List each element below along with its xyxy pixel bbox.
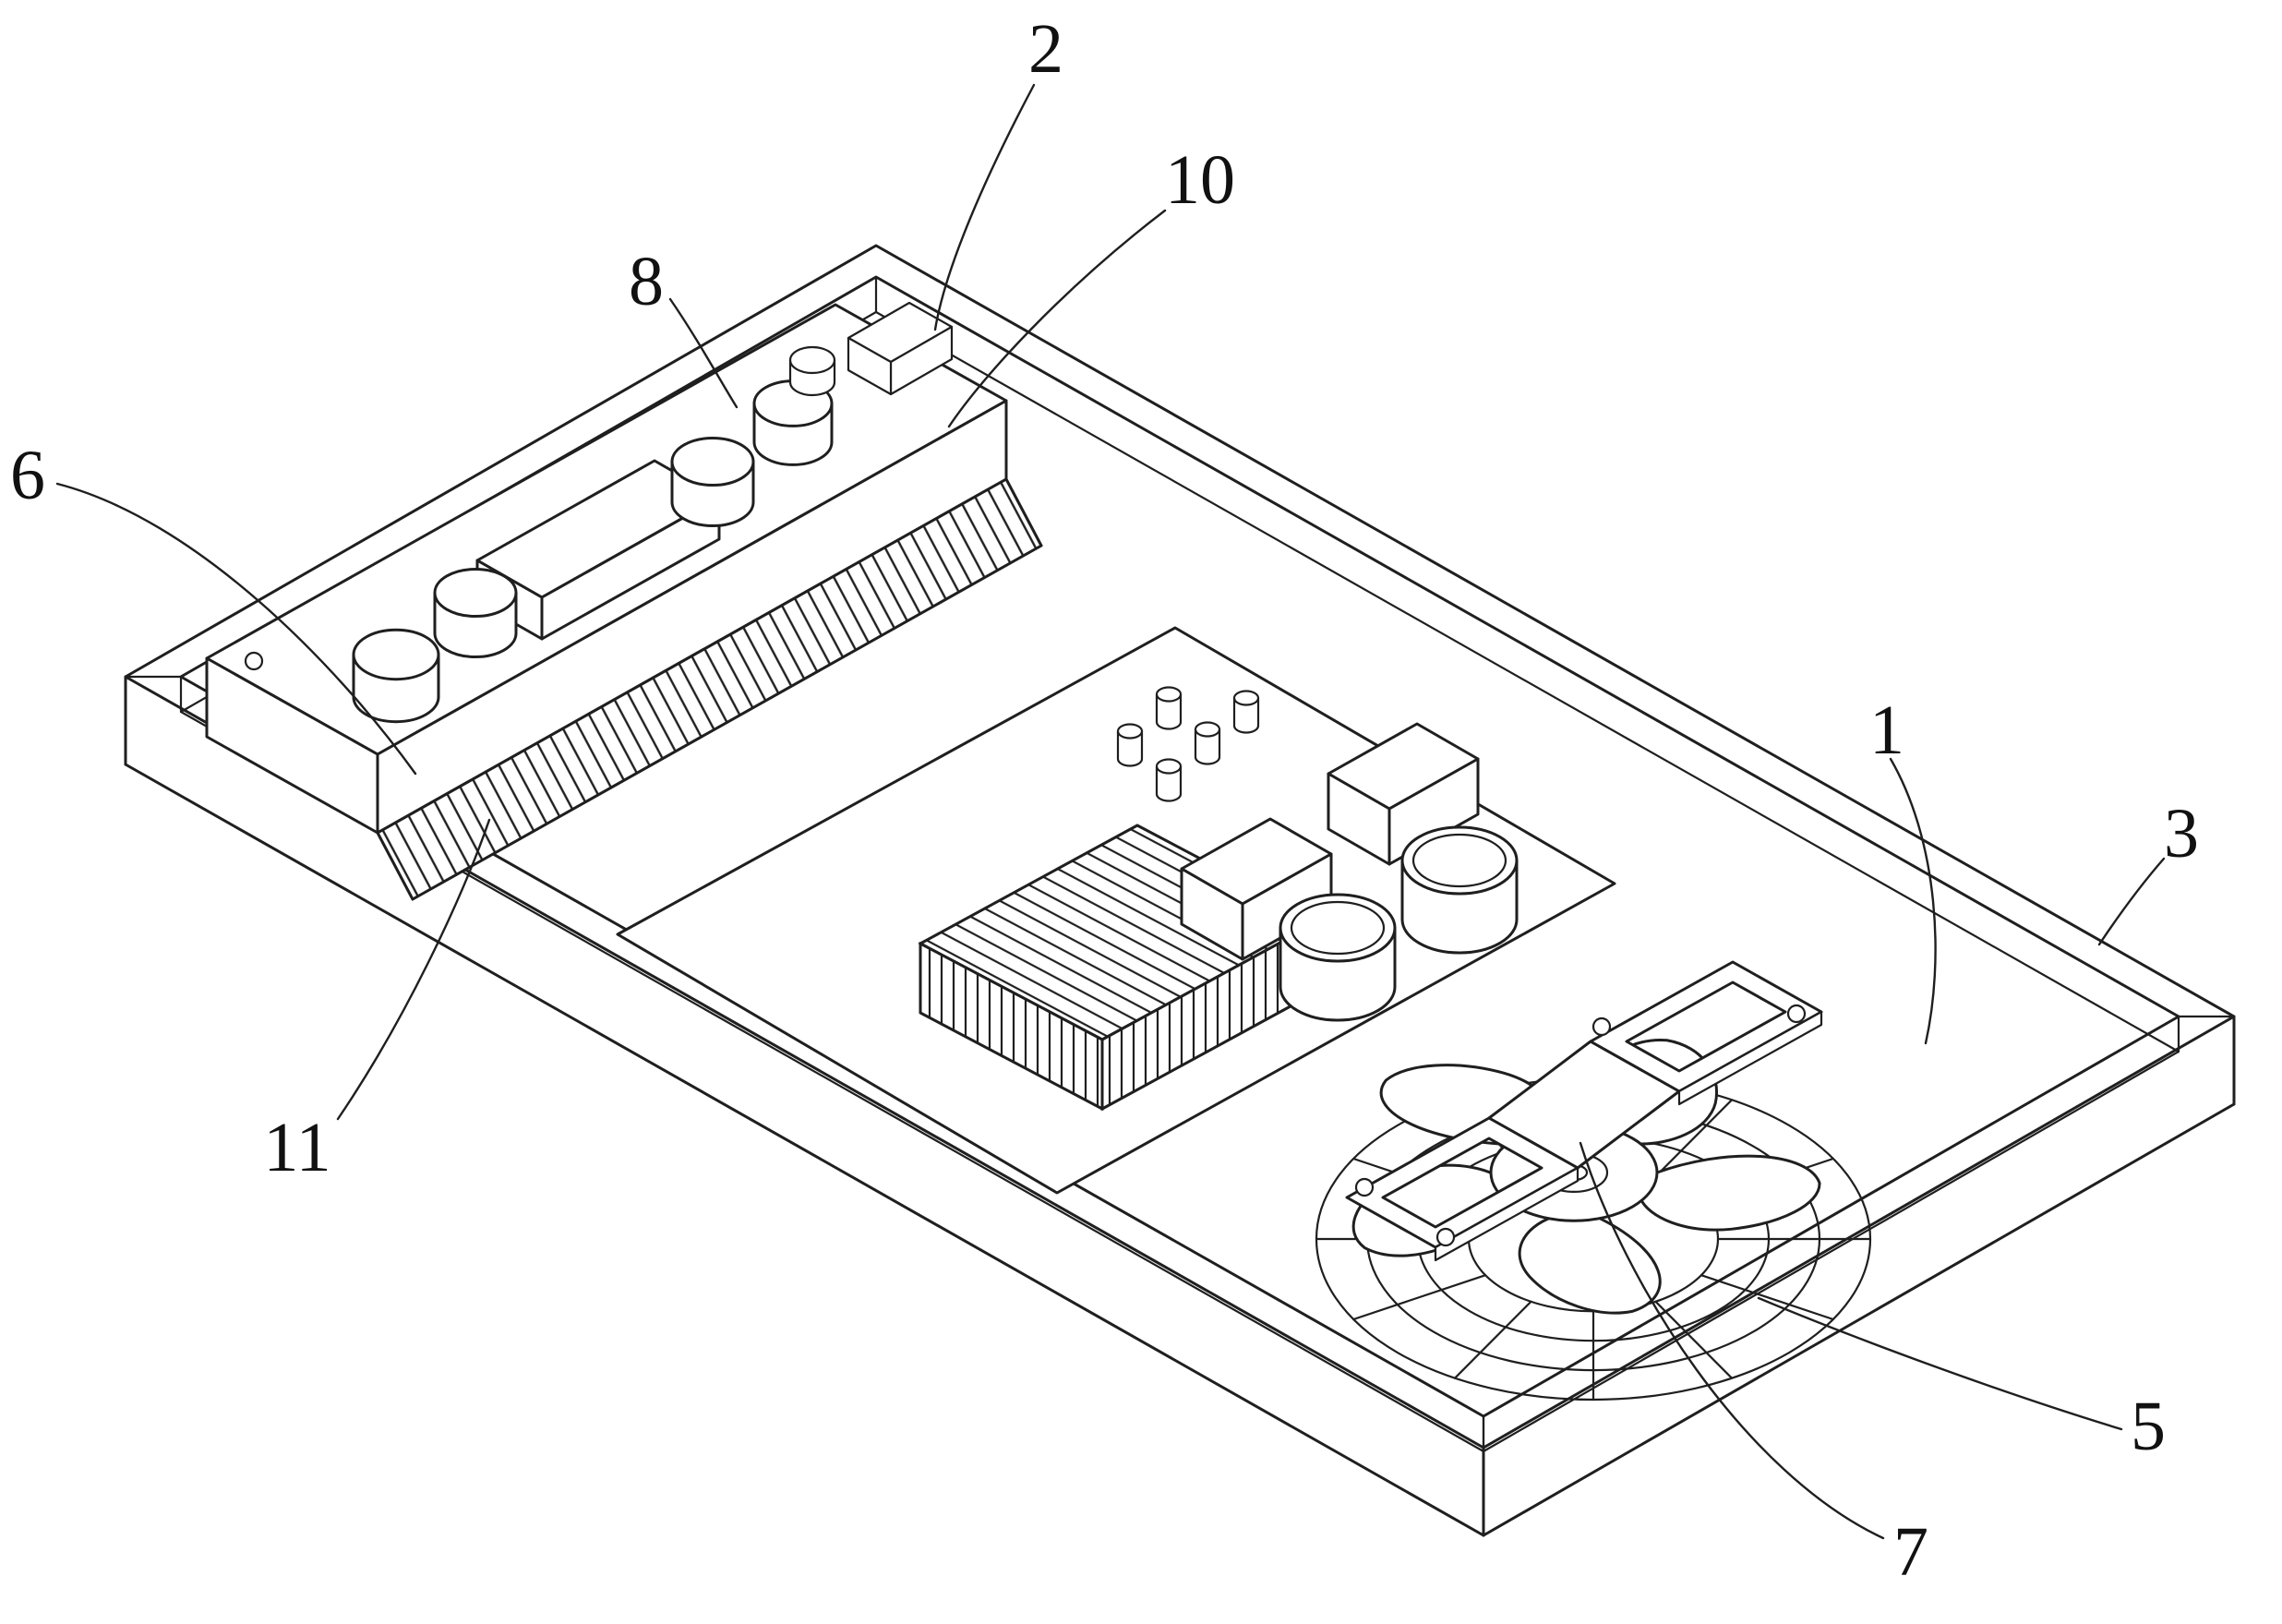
fin-strip	[376, 477, 1043, 901]
callout-1: 1	[1869, 692, 1937, 1045]
screw-icon	[244, 651, 264, 671]
leader-line	[1889, 757, 1937, 1045]
board-capacitor-5	[788, 345, 836, 397]
leader-line	[933, 83, 1036, 331]
leader-line	[668, 297, 739, 409]
terminal-block	[847, 301, 954, 396]
leader-line	[55, 482, 417, 776]
board-capacitor-1	[352, 628, 440, 724]
fan-mounting-bracket	[1345, 960, 1823, 1262]
callout-label-11: 11	[263, 1109, 330, 1186]
screw-icon	[1435, 1227, 1456, 1247]
leader-line	[336, 818, 491, 1121]
board-capacitor-3	[670, 437, 755, 527]
main-pcb	[616, 626, 1616, 1195]
leader-line	[1579, 1141, 1885, 1540]
screw-icon	[1591, 1017, 1612, 1037]
callout-10: 10	[947, 141, 1235, 428]
bracket-screws	[1354, 1004, 1807, 1247]
callout-8: 8	[629, 243, 739, 409]
callout-5: 5	[1757, 1296, 2166, 1465]
callout-label-5: 5	[2131, 1388, 2166, 1465]
callout-label-7: 7	[1893, 1513, 1928, 1591]
electrolytic-capacitor-2	[1400, 825, 1519, 955]
fan-blade	[1517, 1214, 1663, 1316]
callout-6: 6	[10, 437, 417, 776]
callout-label-2: 2	[1028, 10, 1063, 88]
callout-2: 2	[933, 10, 1063, 331]
callout-3: 3	[2097, 795, 2199, 946]
leader-line	[1757, 1296, 2123, 1431]
callout-label-10: 10	[1165, 141, 1235, 219]
board-capacitor-2	[433, 568, 518, 658]
standoff-pins	[1116, 686, 1260, 802]
callout-11: 11	[263, 818, 491, 1186]
callout-label-1: 1	[1869, 692, 1904, 769]
callout-label-8: 8	[629, 243, 664, 320]
relay-block-b	[1327, 722, 1480, 866]
callout-7: 7	[1579, 1141, 1928, 1591]
screw-icon	[1354, 1177, 1375, 1197]
screw-icon	[1786, 1004, 1807, 1024]
relay-block-a	[1180, 817, 1333, 961]
callouts: 2 10 8 6 11 1 3 5	[10, 10, 2199, 1591]
leader-line	[2097, 857, 2166, 946]
callout-label-6: 6	[10, 437, 45, 514]
electrolytic-capacitor-1	[1279, 893, 1397, 1022]
leader-line	[947, 209, 1167, 428]
fan-blade	[1631, 1141, 1830, 1244]
callout-label-3: 3	[2164, 795, 2199, 872]
